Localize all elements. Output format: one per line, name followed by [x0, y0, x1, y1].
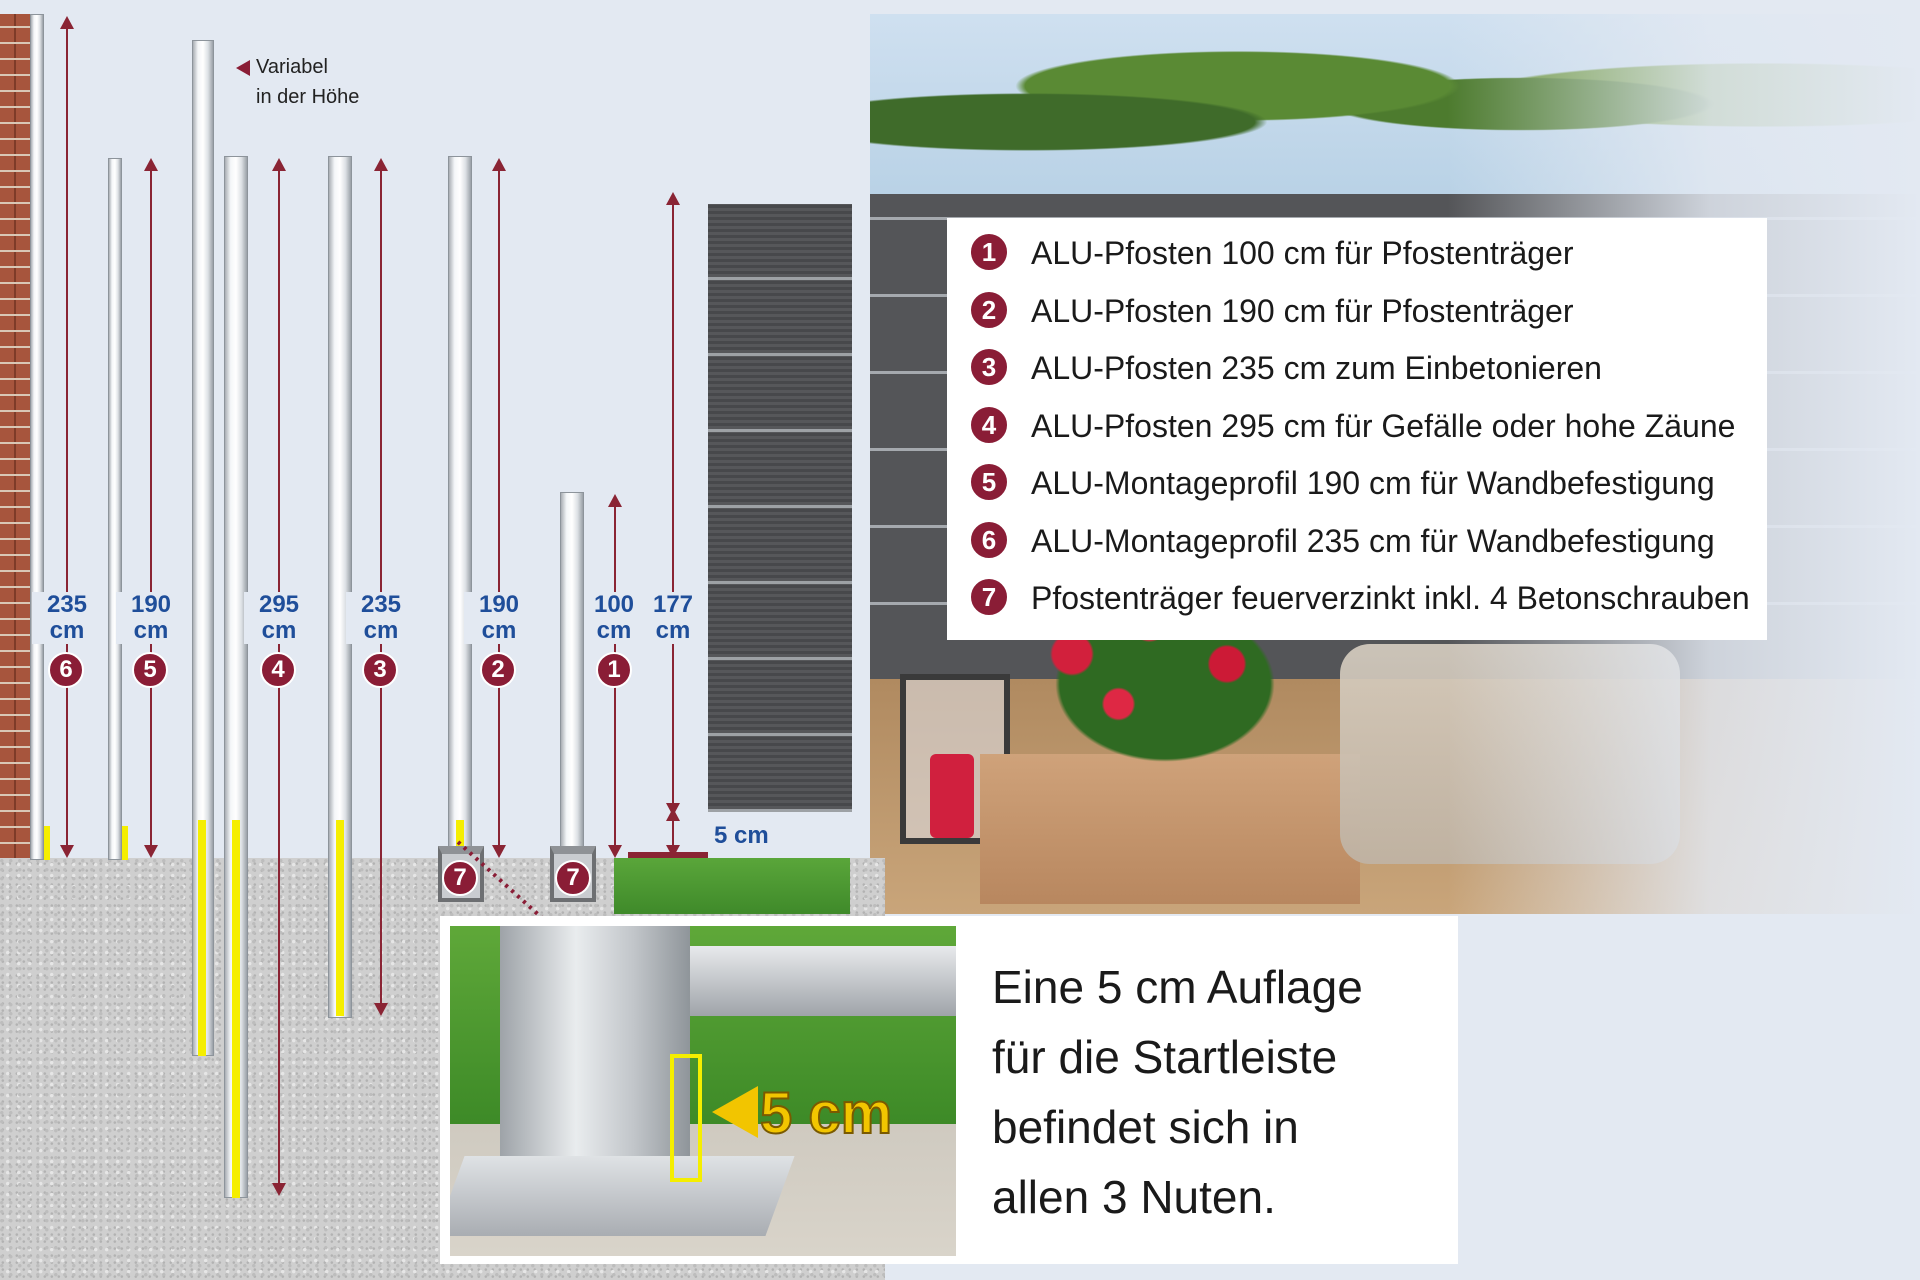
inset-line: allen 3 Nuten.	[992, 1171, 1276, 1223]
legend-text: ALU-Pfosten 295 cm für Gefälle oder hohe…	[1031, 408, 1736, 444]
inset-description: Eine 5 cm Auflage für die Startleiste be…	[992, 952, 1442, 1232]
variable-note-line2: in der Höhe	[256, 86, 360, 108]
panel-slat	[708, 736, 852, 812]
fence-panel	[708, 204, 852, 812]
legend-box: 1 ALU-Pfosten 100 cm für Pfostenträger 2…	[947, 218, 1767, 640]
triangle-left-icon	[236, 60, 250, 76]
dim-badge-2: 2	[480, 652, 516, 688]
legend-text: Pfostenträger feuerverzinkt inkl. 4 Beto…	[1031, 580, 1750, 616]
dim-arrow-2	[492, 158, 506, 858]
dim-value: 235	[46, 591, 88, 618]
dim-label-4: 295 cm	[244, 592, 314, 644]
post-2-marker	[456, 820, 464, 856]
legend-badge: 6	[969, 520, 1009, 560]
legend-text: ALU-Montageprofil 235 cm für Wandbefesti…	[1031, 523, 1715, 559]
inset-line: Eine 5 cm Auflage	[992, 961, 1363, 1013]
dim-value: 100	[593, 591, 635, 618]
inset-line: für die Startleiste	[992, 1031, 1338, 1083]
panel-slat	[708, 356, 852, 432]
detail-base-plate	[450, 1156, 795, 1236]
panel-slat	[708, 204, 852, 280]
legend-badge: 1	[969, 232, 1009, 272]
dim-label-5: 190 cm	[116, 592, 186, 644]
dim-label-1: 100 cm	[584, 592, 644, 644]
post-variable-marker	[198, 820, 206, 1056]
post-6-marker	[44, 826, 50, 860]
bracket-badge-2: 7	[555, 860, 591, 896]
dim-unit: cm	[363, 617, 399, 644]
grass-strip	[614, 858, 850, 914]
dim-arrow-panel	[666, 192, 680, 816]
dim-value: 177	[652, 591, 694, 618]
dim-arrow-5	[144, 158, 158, 858]
dim-badge-4: 4	[260, 652, 296, 688]
dim-value: 235	[360, 591, 402, 618]
dim-unit: cm	[133, 617, 169, 644]
brick-wall	[0, 14, 30, 860]
post-4-marker	[232, 820, 240, 1198]
post-1	[560, 492, 584, 856]
legend-text: ALU-Pfosten 100 cm für Pfostenträger	[1031, 235, 1574, 271]
legend-badge: 2	[969, 290, 1009, 330]
post-2	[448, 156, 472, 856]
post-5-marker	[122, 826, 128, 860]
dim-unit: cm	[596, 617, 632, 644]
legend-text: ALU-Pfosten 235 cm zum Einbetonieren	[1031, 350, 1602, 386]
dim-arrow-3	[374, 158, 388, 1016]
post-5	[108, 158, 122, 860]
detail-inset: 5 cm Eine 5 cm Auflage für die Startleis…	[440, 916, 1458, 1264]
legend-text: ALU-Montageprofil 190 cm für Wandbefesti…	[1031, 465, 1715, 501]
dim-unit: cm	[481, 617, 517, 644]
callout-arrow-icon	[712, 1086, 758, 1138]
dim-label-2: 190 cm	[464, 592, 534, 644]
dim-value: 190	[130, 591, 172, 618]
dim-badge-3: 3	[362, 652, 398, 688]
dim-unit: cm	[655, 617, 691, 644]
legend-badge: 5	[969, 462, 1009, 502]
dim-value: 295	[258, 591, 300, 618]
panel-slat	[708, 584, 852, 660]
legend-badge: 7	[969, 577, 1009, 617]
legend-badge: 4	[969, 405, 1009, 445]
panel-slat	[708, 432, 852, 508]
post-3-marker	[336, 820, 344, 1016]
panel-slat	[708, 280, 852, 356]
panel-slat	[708, 508, 852, 584]
dim-label-3: 235 cm	[346, 592, 416, 644]
legend-badge: 3	[969, 347, 1009, 387]
dim-label-6: 235 cm	[32, 592, 102, 644]
post-6	[30, 14, 44, 860]
dim-badge-1: 1	[596, 652, 632, 688]
dim-badge-6: 6	[48, 652, 84, 688]
dim-label-panel: 177 cm	[640, 592, 706, 644]
dim-arrow-6	[60, 16, 74, 858]
dim-arrow-base	[666, 808, 680, 858]
inset-line: befindet sich in	[992, 1101, 1299, 1153]
callout-label: 5 cm	[759, 1080, 893, 1147]
bracket-badge-1: 7	[442, 860, 478, 896]
highlight-box	[670, 1054, 702, 1182]
dim-unit: cm	[261, 617, 297, 644]
variable-note-line1: Variabel	[256, 56, 328, 78]
detail-photo: 5 cm	[450, 926, 956, 1256]
dim-unit: cm	[49, 617, 85, 644]
panel-slat	[708, 660, 852, 736]
legend-text: ALU-Pfosten 190 cm für Pfostenträger	[1031, 293, 1574, 329]
dim-value: 190	[478, 591, 520, 618]
dim-badge-5: 5	[132, 652, 168, 688]
base-gap-label: 5 cm	[714, 822, 769, 849]
